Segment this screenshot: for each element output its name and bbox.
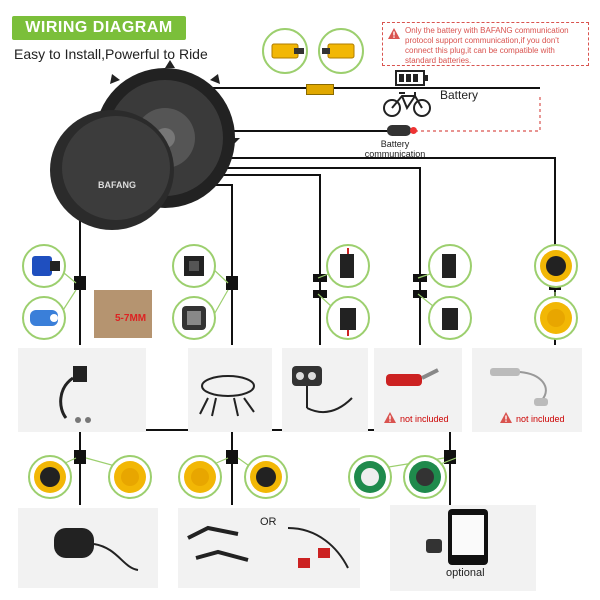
front-light-socket-closeup xyxy=(326,296,370,340)
front-light-panel xyxy=(282,348,368,432)
speed-sensor-plug-closeup xyxy=(22,296,66,340)
battery-label: Battery xyxy=(440,88,479,102)
front-light-plug-closeup xyxy=(326,244,370,288)
motor-brand: BAFANG xyxy=(98,180,136,190)
bracket-photo xyxy=(94,290,152,338)
rear-light-socket-closeup xyxy=(428,296,472,340)
battery-comm-plug-tip xyxy=(410,127,417,134)
display-connector-male xyxy=(348,455,392,499)
bicycle-icon xyxy=(383,92,431,117)
bracket-size-label: 5-7MM xyxy=(115,313,147,324)
rear-light-plug-closeup xyxy=(428,244,472,288)
xt60-plug-male xyxy=(262,28,308,74)
main-harness-socket-closeup xyxy=(172,296,216,340)
extension-plug-closeup xyxy=(534,244,578,288)
brake-lever-panel: OR xyxy=(178,508,360,588)
main-harness-panel xyxy=(188,348,272,432)
throttle-panel xyxy=(18,508,158,588)
warning-icon xyxy=(500,412,512,423)
display-optional-label: optional xyxy=(446,567,485,579)
xt60-inline-connector xyxy=(306,84,334,95)
battery-comm-label: Battery communication xyxy=(364,139,426,159)
extension-socket-closeup xyxy=(534,296,578,340)
brake-connector-male xyxy=(178,455,222,499)
diagram-title: WIRING DIAGRAM xyxy=(12,16,186,40)
throttle-connector-female xyxy=(108,455,152,499)
display-connector-female xyxy=(403,455,447,499)
battery-icon xyxy=(395,70,428,86)
main-harness-plug-closeup xyxy=(172,244,216,288)
extension-not-included: not included xyxy=(516,414,565,424)
display-panel: optional xyxy=(390,505,536,591)
throttle-plug-closeup xyxy=(22,244,66,288)
battery-notice: Only the battery with BAFANG communicati… xyxy=(382,22,589,66)
extension-cable-panel: not included xyxy=(472,348,582,432)
mid-drive-motor: BAFANG xyxy=(50,60,240,230)
brake-connector-female xyxy=(244,455,288,499)
speed-sensor-panel xyxy=(18,348,146,432)
or-label: OR xyxy=(260,516,277,528)
warning-icon xyxy=(388,28,400,39)
rear-light-not-included: not included xyxy=(400,414,449,424)
warning-icon xyxy=(384,412,396,423)
xt60-plug-female xyxy=(318,28,364,74)
battery-comm-plug xyxy=(387,125,411,136)
notice-text: Only the battery with BAFANG communicati… xyxy=(405,26,569,65)
throttle-connector-male xyxy=(28,455,72,499)
diagram-subtitle: Easy to Install,Powerful to Ride xyxy=(14,46,208,62)
rear-light-panel: not included xyxy=(374,348,462,432)
